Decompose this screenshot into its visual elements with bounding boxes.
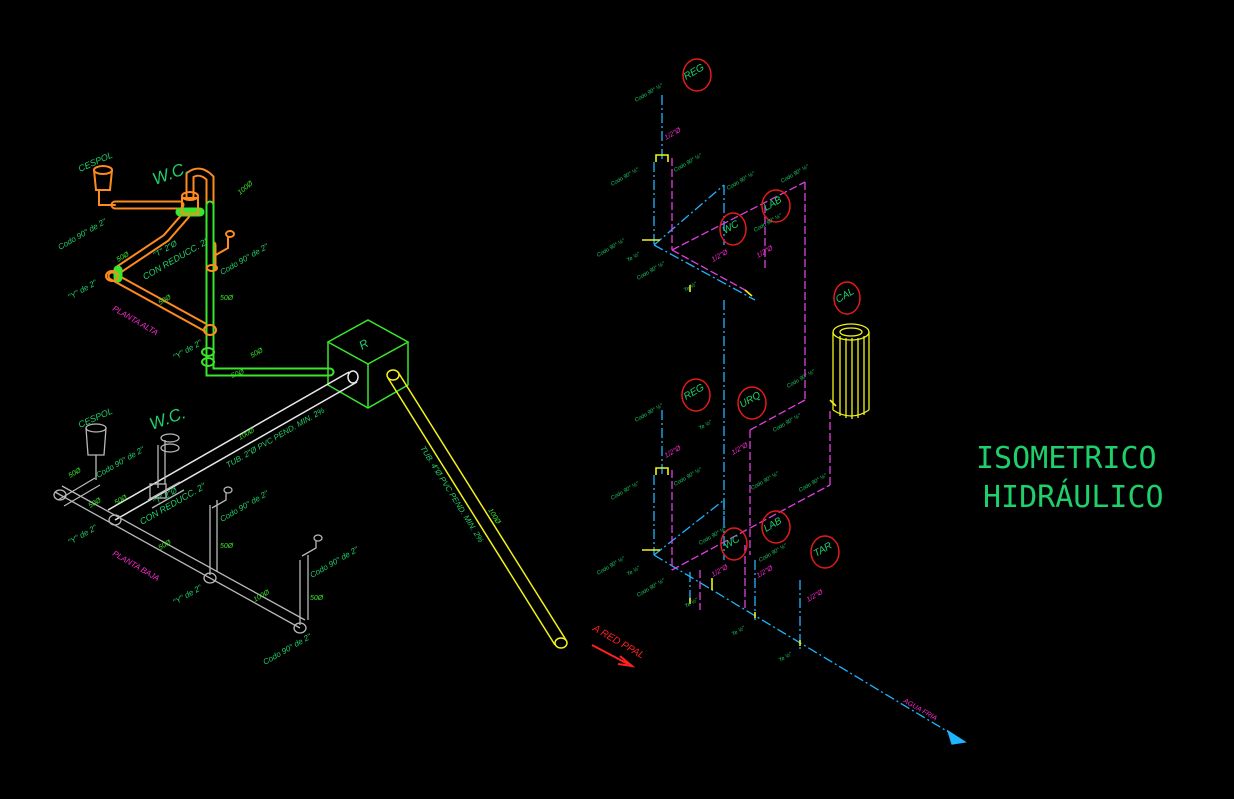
- codo-label-w1: Codo 90° ½": [634, 82, 665, 104]
- red-ppal-label: A RED PPAL: [590, 623, 646, 662]
- fixture-lab-bot: LAB: [762, 515, 784, 534]
- codo-label-w5: Codo 90° ½": [780, 163, 811, 185]
- codo-label-lower-a: Codo 90° de 2": [95, 444, 147, 479]
- main-sanitary-tube: [107, 370, 359, 521]
- planta-alta-labels: W.C. CESPOL Codo 90° de 2" Codo 90° de 2…: [57, 150, 271, 380]
- agua-fria-label: AGUA FRIA: [901, 697, 938, 722]
- codo-label-lower-c: Codo 90° de 2": [309, 544, 361, 579]
- codo-label-w19: Codo 90° ½": [758, 542, 789, 564]
- planta-alta-sanitary: [93, 165, 335, 377]
- fixture-tar: TAR: [812, 540, 834, 559]
- size-label-4: 1/2"Ø: [664, 445, 683, 460]
- codo-label-w6: Codo 90° ½": [596, 237, 627, 259]
- size-label-3: 1/2"Ø: [756, 245, 775, 260]
- fixture-wc-bot: WC: [722, 533, 743, 551]
- size-label-1: 1/2"Ø: [664, 127, 683, 142]
- tee-label-w7: Te ½": [778, 650, 795, 664]
- codo-label-w7: Codo 90° ½": [636, 260, 667, 282]
- codo-label-w9: Codo 90° ½": [786, 368, 817, 390]
- size-label-8: 1/2"Ø: [806, 589, 825, 604]
- codo-label-upper-left: Codo 90° de 2": [57, 216, 109, 251]
- water-heater: [832, 323, 870, 419]
- tee-label-w6: Te ½": [731, 624, 748, 638]
- pipe-size-labels: 1/2"Ø 1/2"Ø 1/2"Ø 1/2"Ø 1/2"Ø 1/2"Ø 1/2"…: [664, 127, 825, 604]
- title-line-2: HIDRÁULICO: [983, 479, 1164, 515]
- dia-lower-e: 50Ø: [220, 543, 234, 550]
- codo-label-w13: Codo 90° ½": [673, 466, 704, 488]
- codo-label-lower-d: Codo 90° de 2": [262, 631, 314, 666]
- codo-label-upper-right: Codo 90° de 2": [219, 241, 271, 276]
- dia-lower-g: 50Ø: [310, 595, 324, 602]
- codo-label-w4: Codo 90° ½": [726, 170, 757, 192]
- drain-tube: [386, 369, 568, 649]
- size-label-2: 1/2"Ø: [711, 249, 730, 264]
- tee-label-w4: Te ½": [626, 564, 643, 578]
- codo-label-w3: Codo 90° ½": [673, 152, 704, 174]
- y-label-upper-bottom: "Y" de 2": [172, 338, 205, 362]
- title-line-1: ISOMETRICO: [976, 441, 1157, 476]
- cespol-label-lower: CESPOL: [77, 406, 114, 430]
- wc-label-upper: W.C.: [150, 158, 191, 189]
- codo-label-w12: Codo 90° ½": [610, 480, 641, 502]
- codo-label-w17: Codo 90° ½": [636, 577, 667, 599]
- fixture-lab-top: LAB: [762, 194, 784, 213]
- red-ppal-arrow: [591, 644, 636, 668]
- fixture-rings: [681, 58, 861, 569]
- dia-upper-e: 100Ø: [237, 180, 255, 197]
- dia-lower-a: 50Ø: [68, 467, 83, 480]
- wc-label-lower: W.C.: [147, 403, 188, 434]
- tee-label-w5: Te ½": [684, 596, 701, 610]
- registro-box: [326, 319, 410, 409]
- codo-label-w15: Codo 90° ½": [798, 472, 829, 494]
- size-label-5: 1/2"Ø: [731, 442, 750, 457]
- y-label-lower-left: "Y" de 2": [67, 523, 100, 547]
- dia-lower-c: 50Ø: [114, 494, 129, 507]
- codo-label-w11: Codo 90° ½": [634, 402, 665, 424]
- fixture-cal: CAL: [834, 286, 856, 305]
- water-supply-lines: [642, 95, 967, 745]
- codo-label-w2: Codo 90° ½": [610, 166, 641, 188]
- dia-upper-c: 50Ø: [220, 295, 234, 302]
- registro-label: R: [357, 336, 372, 353]
- tee-label-w1: Te ½": [626, 250, 643, 264]
- dia-upper-d: 50Ø: [250, 347, 265, 360]
- codo-label-w8: Codo 90° ½": [753, 212, 784, 234]
- codo-label-w16: Codo 90° ½": [596, 555, 627, 577]
- agua-fria-arrow: [946, 729, 967, 745]
- planta-baja-sanitary: [53, 423, 323, 634]
- cespol-label-upper: CESPOL: [77, 150, 114, 174]
- codo-label-w10: Codo 90° ½": [772, 412, 803, 434]
- y-label-lower-bottom: "Y" de 2": [172, 583, 205, 607]
- dia-main-tube: 100Ø: [238, 427, 257, 442]
- y-label-upper-left: "Y" de 2": [67, 278, 100, 302]
- size-label-7: 1/2"Ø: [756, 565, 775, 580]
- dia-lower-d: 50Ø: [158, 539, 173, 552]
- size-label-6: 1/2"Ø: [711, 564, 730, 579]
- tee-label-w3: Te ½": [698, 418, 715, 432]
- planta-alta-label: PLANTA ALTA: [111, 304, 160, 337]
- codo-label-w14: Codo 90° ½": [750, 470, 781, 492]
- planta-baja-label: PLANTA BAJA: [111, 549, 161, 583]
- dia-lower-f: 100Ø: [253, 589, 272, 604]
- dia-upper-f: 50Ø: [230, 369, 245, 380]
